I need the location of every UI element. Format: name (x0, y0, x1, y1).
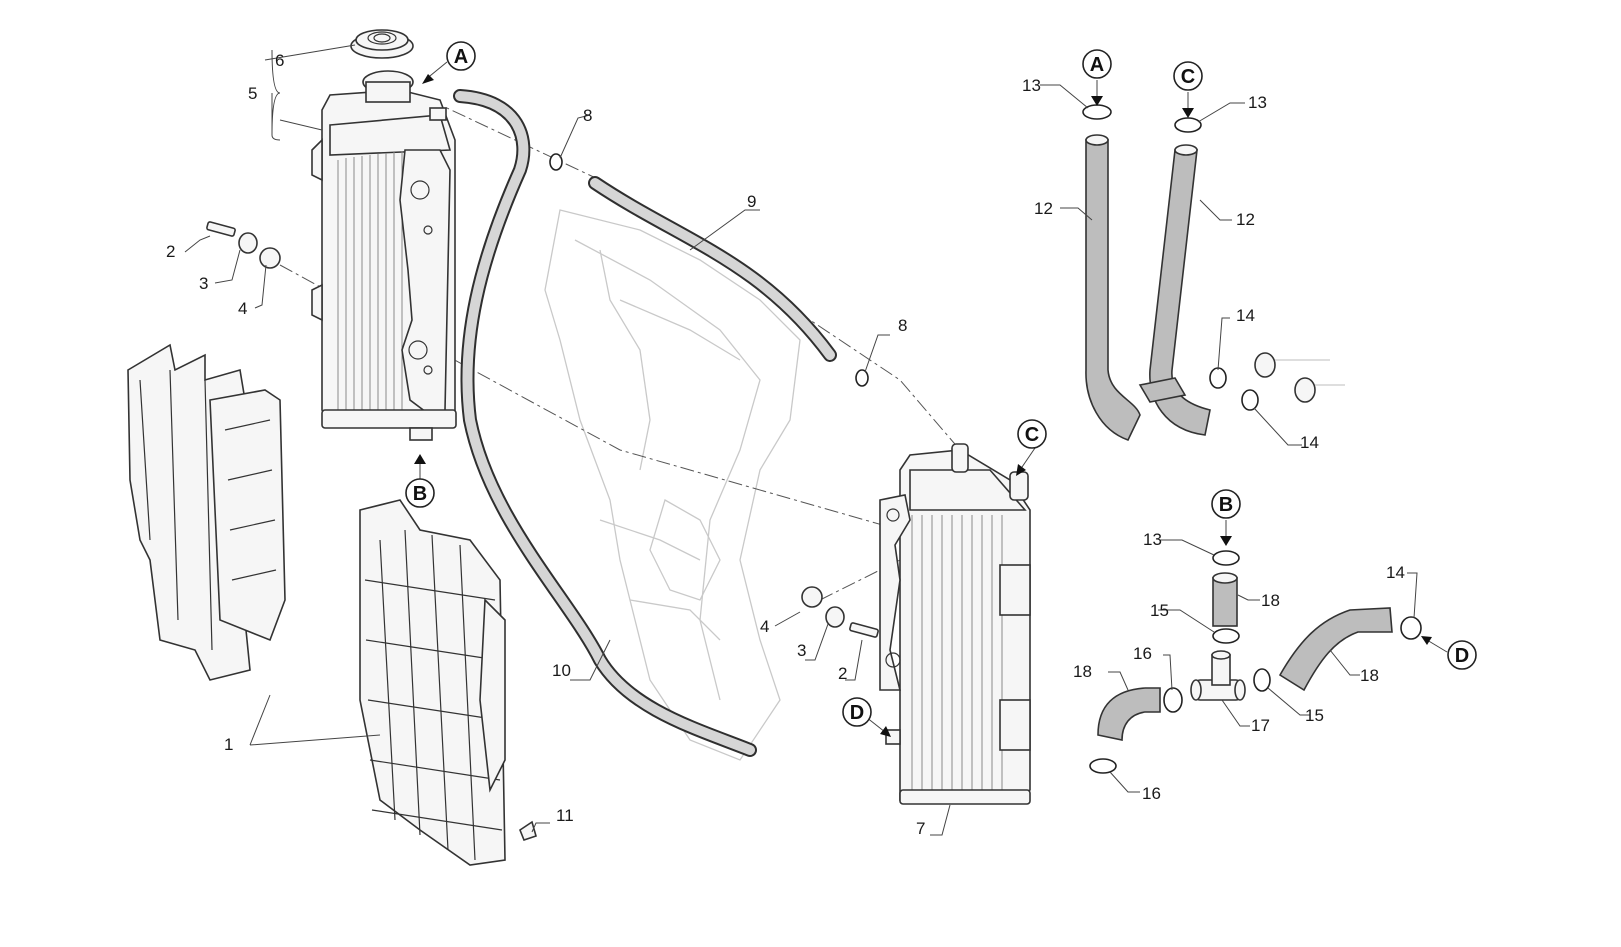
label-18-long: 18 (1360, 666, 1379, 685)
hose-12-right (1138, 144, 1211, 436)
label-16-top: 16 (1133, 644, 1152, 663)
label-5: 5 (248, 84, 257, 103)
label-3-left: 3 (199, 274, 208, 293)
connector-B-left: B (405, 478, 435, 508)
connector-label: C (1181, 66, 1195, 88)
label-8-top: 8 (583, 106, 592, 125)
label-3-right: 3 (797, 641, 806, 660)
label-12-left: 12 (1034, 199, 1053, 218)
label-14-mid: 14 (1300, 433, 1319, 452)
connector-B-hose: B (1211, 489, 1241, 519)
radiator-shroud-left (127, 343, 286, 681)
label-4-right: 4 (760, 617, 769, 636)
hose-12-left (1085, 134, 1141, 441)
t-piece (1190, 650, 1246, 701)
part-number-labels: 6 5 2 3 4 1 8 9 8 10 11 4 3 2 7 13 13 12… (166, 51, 1405, 838)
connector-label: B (413, 483, 427, 505)
label-15-top: 15 (1150, 601, 1169, 620)
connector-D-right-radiator: D (842, 697, 872, 727)
connector-C-hose: C (1173, 61, 1203, 91)
connector-D-hose: D (1447, 640, 1477, 670)
spigots (1254, 352, 1345, 403)
connector-label: C (1025, 424, 1039, 446)
label-2-right: 2 (838, 664, 847, 683)
hose-18-short (1212, 572, 1238, 627)
connector-label: B (1219, 494, 1233, 516)
label-9: 9 (747, 192, 756, 211)
connector-A-top: A (446, 41, 476, 71)
bolts-and-grommets (206, 221, 879, 841)
label-14-top: 14 (1236, 306, 1255, 325)
radiator-louvre-grille (359, 499, 506, 866)
label-8-mid: 8 (898, 316, 907, 335)
label-18-elbow: 18 (1073, 662, 1092, 681)
leader-lines (184, 44, 1418, 836)
label-11: 11 (556, 806, 574, 825)
label-1: 1 (224, 735, 233, 754)
hose-18-long (1278, 607, 1393, 692)
label-12-right: 12 (1236, 210, 1255, 229)
connector-label: A (1090, 54, 1104, 76)
label-17: 17 (1251, 716, 1270, 735)
hose-10 (453, 89, 757, 757)
label-16-bottom: 16 (1142, 784, 1161, 803)
label-15-bottom: 15 (1305, 706, 1324, 725)
hose-9 (588, 176, 837, 362)
label-6: 6 (275, 51, 284, 70)
radiator-left (311, 70, 457, 441)
connector-C-right-radiator: C (1017, 419, 1047, 449)
connector-label: D (1455, 645, 1469, 667)
label-2-left: 2 (166, 242, 175, 261)
radiator-right (879, 443, 1031, 805)
label-13-b: 13 (1143, 530, 1162, 549)
label-7: 7 (916, 819, 925, 838)
hose-clamps (549, 104, 1422, 774)
label-4-left: 4 (238, 299, 247, 318)
label-10: 10 (552, 661, 571, 680)
connector-label: D (850, 702, 864, 724)
connector-A-hose: A (1082, 49, 1112, 79)
label-14-d: 14 (1386, 563, 1405, 582)
label-13-a: 13 (1022, 76, 1041, 95)
label-13-c: 13 (1248, 93, 1267, 112)
connector-label: A (454, 46, 468, 68)
label-18-short: 18 (1261, 591, 1280, 610)
frame-outline (544, 209, 801, 761)
hose-18-elbow (1097, 687, 1161, 741)
radiator-cap (350, 29, 414, 59)
